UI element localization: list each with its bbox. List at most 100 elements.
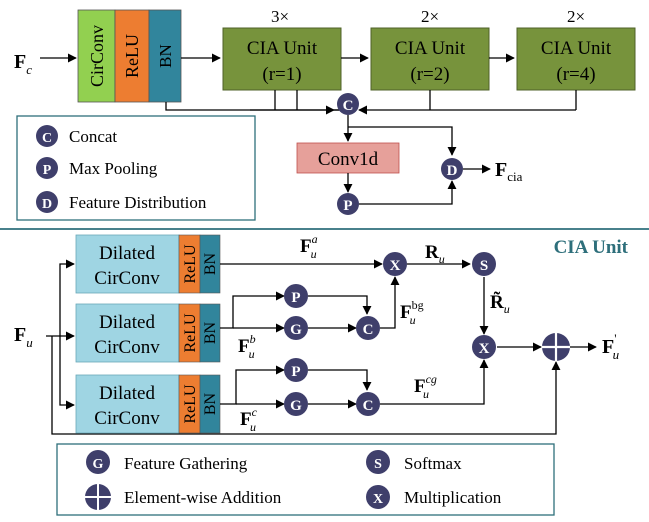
- svg-text:Concat: Concat: [69, 127, 117, 146]
- cia-unit-1-rate: (r=1): [262, 64, 301, 85]
- pool-node-c: [284, 358, 308, 382]
- legend-softmax: S Softmax: [366, 450, 462, 474]
- svg-text:ReLU: ReLU: [182, 244, 199, 284]
- svg-text:ReLU: ReLU: [182, 384, 199, 424]
- label-ru: Ru: [425, 242, 445, 266]
- cia-unit-3: [516, 27, 636, 91]
- svg-text:D: D: [42, 197, 52, 212]
- svg-text:Dilated: Dilated: [99, 243, 155, 264]
- svg-text:BN: BN: [202, 252, 219, 275]
- svg-text:C: C: [343, 98, 354, 114]
- input-fu: Fu: [14, 324, 33, 350]
- bn-block: [148, 9, 182, 103]
- svg-text:P: P: [291, 364, 300, 380]
- svg-text:X: X: [479, 341, 490, 357]
- cia-unit-1-title: CIA Unit: [247, 38, 318, 59]
- top-section: Fc CirConv ReLU BN 3× CIA Unit (r=1) 2× …: [14, 7, 636, 221]
- legend-distribute-icon: [36, 191, 58, 213]
- svg-text:Softmax: Softmax: [404, 454, 462, 473]
- concat-node-b: [356, 316, 380, 340]
- svg-text:Max Pooling: Max Pooling: [69, 159, 158, 178]
- multiply-node-2: [472, 335, 496, 359]
- legend-element-wise-addition: Element-wise Addition: [85, 484, 282, 510]
- svg-text:C: C: [363, 322, 374, 338]
- svg-text:D: D: [447, 163, 458, 179]
- gather-node-c: [284, 392, 308, 416]
- svg-text:Feature Gathering: Feature Gathering: [124, 454, 248, 473]
- cia-unit-title: CIA Unit: [554, 237, 629, 258]
- legend-gather-icon: [86, 450, 110, 474]
- svg-text:Dilated: Dilated: [99, 312, 155, 333]
- svg-text:S: S: [374, 457, 382, 472]
- legend-multiplication: X Multiplication: [366, 485, 502, 509]
- softmax-node: [472, 252, 496, 276]
- legend-multiply-icon: [366, 485, 390, 509]
- svg-text:BN: BN: [202, 321, 219, 344]
- dilated-circonv-c: [75, 374, 180, 434]
- svg-text:C: C: [363, 398, 374, 414]
- svg-text:C: C: [42, 131, 52, 146]
- cia-unit-1: [222, 27, 342, 91]
- svg-text:Dilated: Dilated: [99, 383, 155, 404]
- svg-text:BN: BN: [202, 392, 219, 415]
- relu-block: [114, 9, 150, 103]
- cia-unit-2-title: CIA Unit: [395, 38, 466, 59]
- distribute-node: [441, 158, 463, 180]
- bottom-section: CIA Unit Fu Dilated CirConv ReLU BN Dila…: [14, 232, 629, 516]
- dilated-circonv-b: [75, 303, 180, 363]
- dilated-circonv-a: [75, 234, 180, 294]
- cia-unit-3-repeat: 2×: [567, 7, 585, 26]
- output-fu-prime: F'u: [602, 331, 620, 362]
- legend-feature-distribution: D Feature Distribution: [36, 191, 207, 213]
- bn-label: BN: [156, 44, 175, 68]
- svg-text:P: P: [43, 163, 52, 178]
- cia-unit-3-rate: (r=4): [556, 64, 595, 85]
- svg-text:G: G: [290, 398, 302, 414]
- svg-text:Multiplication: Multiplication: [404, 488, 502, 507]
- relu-label: ReLU: [122, 34, 142, 78]
- legend-pool-icon: [36, 157, 58, 179]
- svg-text:Feature Distribution: Feature Distribution: [69, 193, 207, 212]
- input-fc: Fc: [14, 51, 32, 77]
- svg-text:CirConv: CirConv: [94, 408, 160, 429]
- top-legend: [16, 115, 256, 221]
- legend-concat: C Concat: [36, 125, 117, 147]
- svg-text:CirConv: CirConv: [94, 268, 160, 289]
- conv1d-label: Conv1d: [318, 149, 379, 170]
- cia-unit-2-repeat: 2×: [421, 7, 439, 26]
- conv1d-block: [296, 142, 400, 174]
- svg-text:ReLU: ReLU: [182, 313, 199, 353]
- gather-node-b: [284, 316, 308, 340]
- svg-text:X: X: [373, 492, 383, 507]
- legend-concat-icon: [36, 125, 58, 147]
- legend-feature-gathering: G Feature Gathering: [86, 450, 248, 474]
- pool-node-b: [284, 284, 308, 308]
- multiply-node-1: [383, 252, 407, 276]
- concat-node-c: [356, 392, 380, 416]
- output-fcia: Fcia: [495, 159, 523, 184]
- legend-add-icon: [85, 484, 111, 510]
- svg-text:P: P: [291, 290, 300, 306]
- circonv-label: CirConv: [87, 25, 107, 87]
- svg-text:P: P: [343, 198, 352, 214]
- label-ru-tilde: R̃u: [490, 292, 510, 316]
- bn-b: [199, 303, 221, 363]
- addition-node: [542, 333, 570, 361]
- svg-text:CirConv: CirConv: [94, 337, 160, 358]
- cia-unit-1-repeat: 3×: [271, 7, 289, 26]
- bottom-legend: [56, 443, 555, 516]
- concat-node: [337, 93, 359, 115]
- cia-unit-2-rate: (r=2): [410, 64, 449, 85]
- cia-unit-3-title: CIA Unit: [541, 38, 612, 59]
- svg-text:Element-wise Addition: Element-wise Addition: [124, 488, 282, 507]
- svg-text:G: G: [290, 322, 302, 338]
- pool-node: [337, 193, 359, 215]
- legend-softmax-icon: [366, 450, 390, 474]
- legend-max-pooling: P Max Pooling: [36, 157, 158, 179]
